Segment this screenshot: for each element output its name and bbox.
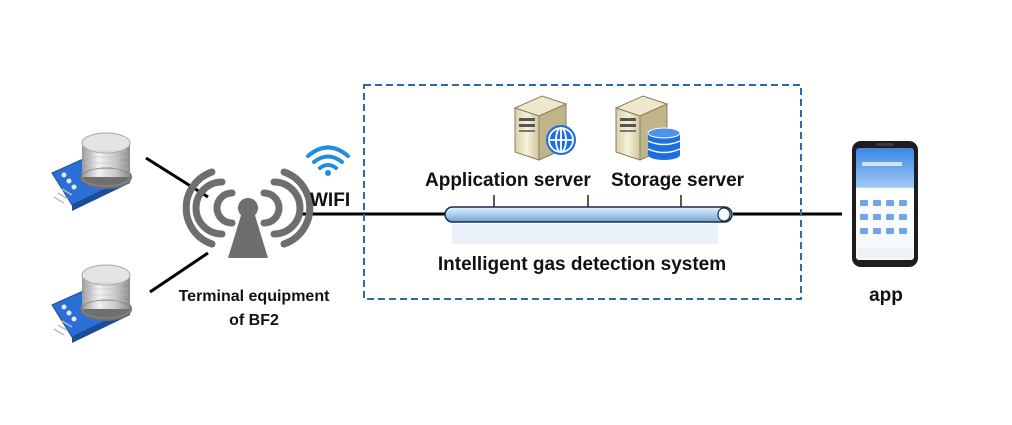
terminal-label-line2: of BF2: [229, 312, 279, 329]
gas-sensor-module-icon: [51, 264, 132, 343]
wifi-label: WIFI: [310, 190, 350, 211]
storage-server-label: Storage server: [611, 170, 745, 191]
system-bus-reflection: [452, 224, 718, 244]
terminal-label-line1: Terminal equipment: [179, 288, 331, 305]
gas-sensor-module-icon: [51, 132, 132, 211]
application-server-label: Application server: [425, 170, 591, 191]
system-bus: [444, 206, 733, 223]
link-sensor2-terminal: [149, 251, 209, 294]
app-label: app: [869, 285, 903, 306]
system-boundary-box: [363, 84, 802, 300]
radio-antenna-icon: [182, 168, 314, 258]
storage-server-icon: [614, 95, 681, 161]
system-label: Intelligent gas detection system: [438, 254, 726, 275]
application-server-icon: [513, 95, 576, 161]
wifi-icon: [306, 145, 350, 176]
link-sensor1-terminal: [145, 156, 209, 199]
smartphone-icon: [852, 141, 918, 267]
